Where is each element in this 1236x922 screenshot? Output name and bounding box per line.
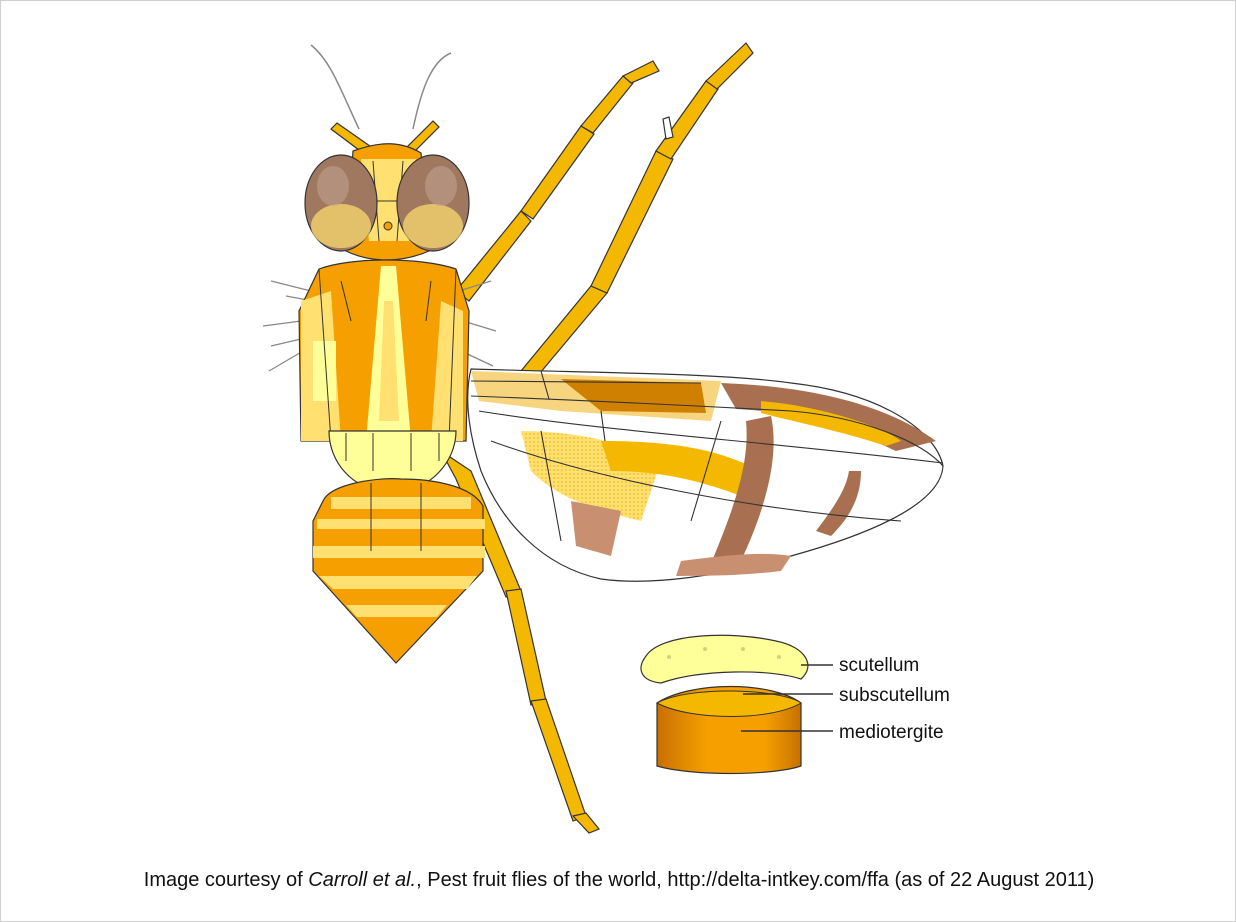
inset-thorax-detail: scutellum subscutellum mediotergite xyxy=(641,635,950,773)
antenna-arista xyxy=(311,45,451,129)
label-subscutellum: subscutellum xyxy=(839,685,950,706)
caption-authors: Carroll et al. xyxy=(308,869,416,891)
label-scutellum: scutellum xyxy=(839,655,919,676)
inset-scutellum xyxy=(641,635,808,683)
image-caption: Image courtesy of Carroll et al., Pest f… xyxy=(1,869,1236,892)
abdomen xyxy=(313,479,485,663)
caption-suffix: , Pest fruit flies of the world, http://… xyxy=(416,869,1094,891)
fly-illustration: scutellum subscutellum mediotergite xyxy=(1,1,1236,861)
label-mediotergite: mediotergite xyxy=(839,722,944,743)
hind-leg-upper xyxy=(456,61,659,301)
mid-leg-upper xyxy=(521,43,753,379)
head xyxy=(305,144,469,260)
thorax xyxy=(299,260,469,441)
caption-prefix: Image courtesy of xyxy=(144,869,309,891)
wing xyxy=(468,369,943,581)
